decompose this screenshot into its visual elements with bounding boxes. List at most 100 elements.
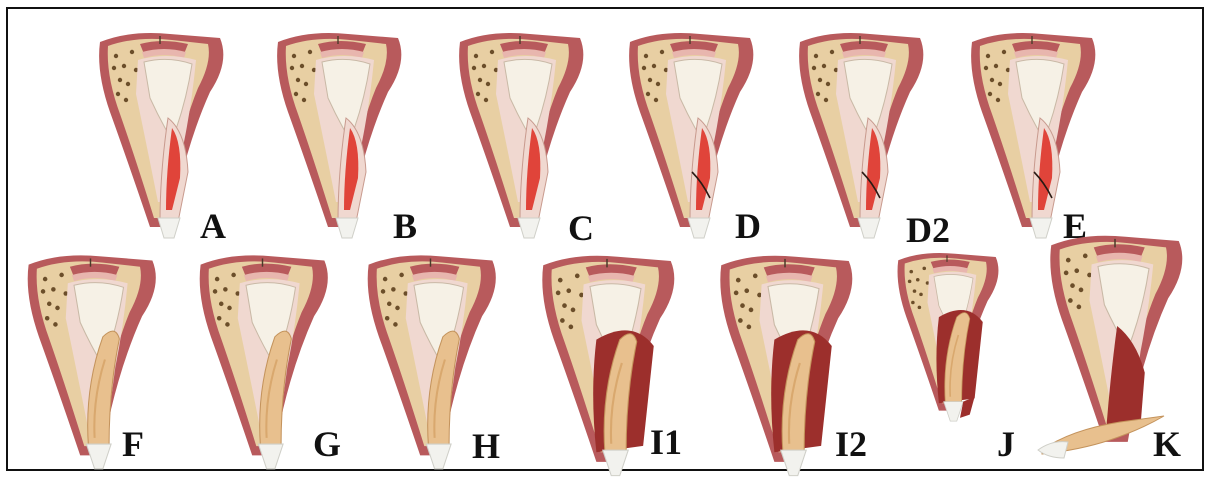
- bone-pore: [490, 50, 494, 54]
- bone-pore: [747, 325, 752, 330]
- bone-pore: [1068, 298, 1073, 303]
- crown-tip: [1030, 218, 1052, 238]
- bone-pore: [744, 288, 749, 293]
- bone-pore: [1064, 271, 1069, 276]
- bone-pore: [1083, 254, 1088, 259]
- crown-enamel: [603, 450, 629, 476]
- bone-pore: [231, 273, 236, 278]
- bone-pore: [812, 66, 816, 70]
- bone-pore: [753, 274, 758, 279]
- bone-pore: [556, 291, 561, 296]
- bone-pore: [571, 308, 576, 313]
- jaw-wrapper: [1050, 236, 1182, 442]
- bone-pore: [1074, 268, 1079, 273]
- bone-pore: [909, 270, 913, 274]
- bone-pore: [472, 66, 476, 70]
- bone-pore: [116, 92, 120, 96]
- panel-J: [882, 244, 1012, 464]
- bone-pore: [1066, 258, 1071, 263]
- bone-pore: [818, 78, 822, 82]
- bone-pore: [988, 92, 992, 96]
- bone-pore: [217, 316, 222, 321]
- bone-pore: [1079, 288, 1084, 293]
- bone-pore: [51, 287, 56, 292]
- bone-pore: [476, 92, 480, 96]
- panel-D2: [780, 22, 940, 242]
- jaw-section: [1050, 236, 1182, 442]
- bone-pore: [53, 322, 58, 327]
- bone-pore: [646, 92, 650, 96]
- bone-pore: [225, 322, 230, 327]
- panel-label-J: J: [997, 426, 1015, 462]
- bone-pore: [383, 277, 388, 282]
- bone-pore: [916, 278, 920, 282]
- jaw-section: [200, 255, 328, 468]
- bone-pore: [656, 82, 660, 86]
- panel-label-B: B: [393, 208, 417, 244]
- panel-F-illustration: [8, 244, 173, 464]
- panel-label-K: K: [1153, 426, 1181, 462]
- bone-pore: [738, 318, 743, 323]
- bone-pore: [918, 306, 922, 310]
- panel-E: [952, 22, 1112, 242]
- bone-pore: [302, 98, 306, 102]
- bone-pore: [740, 303, 745, 308]
- bone-pore: [822, 64, 826, 68]
- bone-pore: [219, 302, 224, 307]
- bone-pore: [984, 66, 988, 70]
- bone-pore: [919, 293, 923, 297]
- bone-pore: [986, 54, 990, 58]
- jaw-section: [277, 33, 401, 238]
- bone-pore: [308, 50, 312, 54]
- panel-label-A: A: [200, 208, 226, 244]
- bone-pore: [569, 325, 574, 330]
- bone-pore: [223, 287, 228, 292]
- jaw-section: [459, 33, 583, 238]
- bone-pore: [566, 288, 571, 293]
- bone-pore: [124, 98, 128, 102]
- bone-pore: [484, 98, 488, 102]
- bone-pore: [482, 64, 486, 68]
- panel-label-I1: I1: [650, 424, 682, 460]
- jaw-section: [898, 253, 999, 421]
- bone-pore: [648, 78, 652, 82]
- bone-pore: [55, 306, 60, 311]
- crown-tip: [336, 218, 358, 238]
- bone-pore: [41, 289, 46, 294]
- bone-pore: [59, 273, 64, 278]
- panel-D2-illustration: [780, 22, 940, 242]
- bone-pore: [1077, 305, 1082, 310]
- bone-pore: [826, 82, 830, 86]
- panel-E-illustration: [952, 22, 1112, 242]
- bone-pore: [215, 277, 220, 282]
- bone-pore: [998, 82, 1002, 86]
- bone-pore: [395, 306, 400, 311]
- crown-tip: [158, 218, 180, 238]
- bone-pore: [43, 277, 48, 282]
- bone-pore: [824, 98, 828, 102]
- panel-label-H: H: [472, 428, 500, 464]
- panel-label-G: G: [313, 426, 341, 462]
- bone-pore: [994, 64, 998, 68]
- bone-pore: [474, 54, 478, 58]
- extracted-tooth-crown: [1038, 442, 1068, 458]
- panel-label-C: C: [568, 210, 594, 246]
- bone-pore: [922, 267, 926, 271]
- crown-tip: [858, 218, 880, 238]
- bone-pore: [734, 291, 739, 296]
- bone-pore: [387, 302, 392, 307]
- bone-pore: [560, 318, 565, 323]
- bone-pore: [908, 280, 912, 284]
- bone-pore: [391, 287, 396, 292]
- bone-pore: [47, 302, 52, 307]
- bone-pore: [652, 64, 656, 68]
- bone-pore: [990, 78, 994, 82]
- bone-pore: [642, 66, 646, 70]
- bone-pore: [399, 273, 404, 278]
- bone-pore: [300, 64, 304, 68]
- panel-label-F: F: [122, 426, 144, 462]
- bone-pore: [213, 289, 218, 294]
- bone-pore: [816, 92, 820, 96]
- bone-pore: [486, 82, 490, 86]
- bone-pore: [814, 54, 818, 58]
